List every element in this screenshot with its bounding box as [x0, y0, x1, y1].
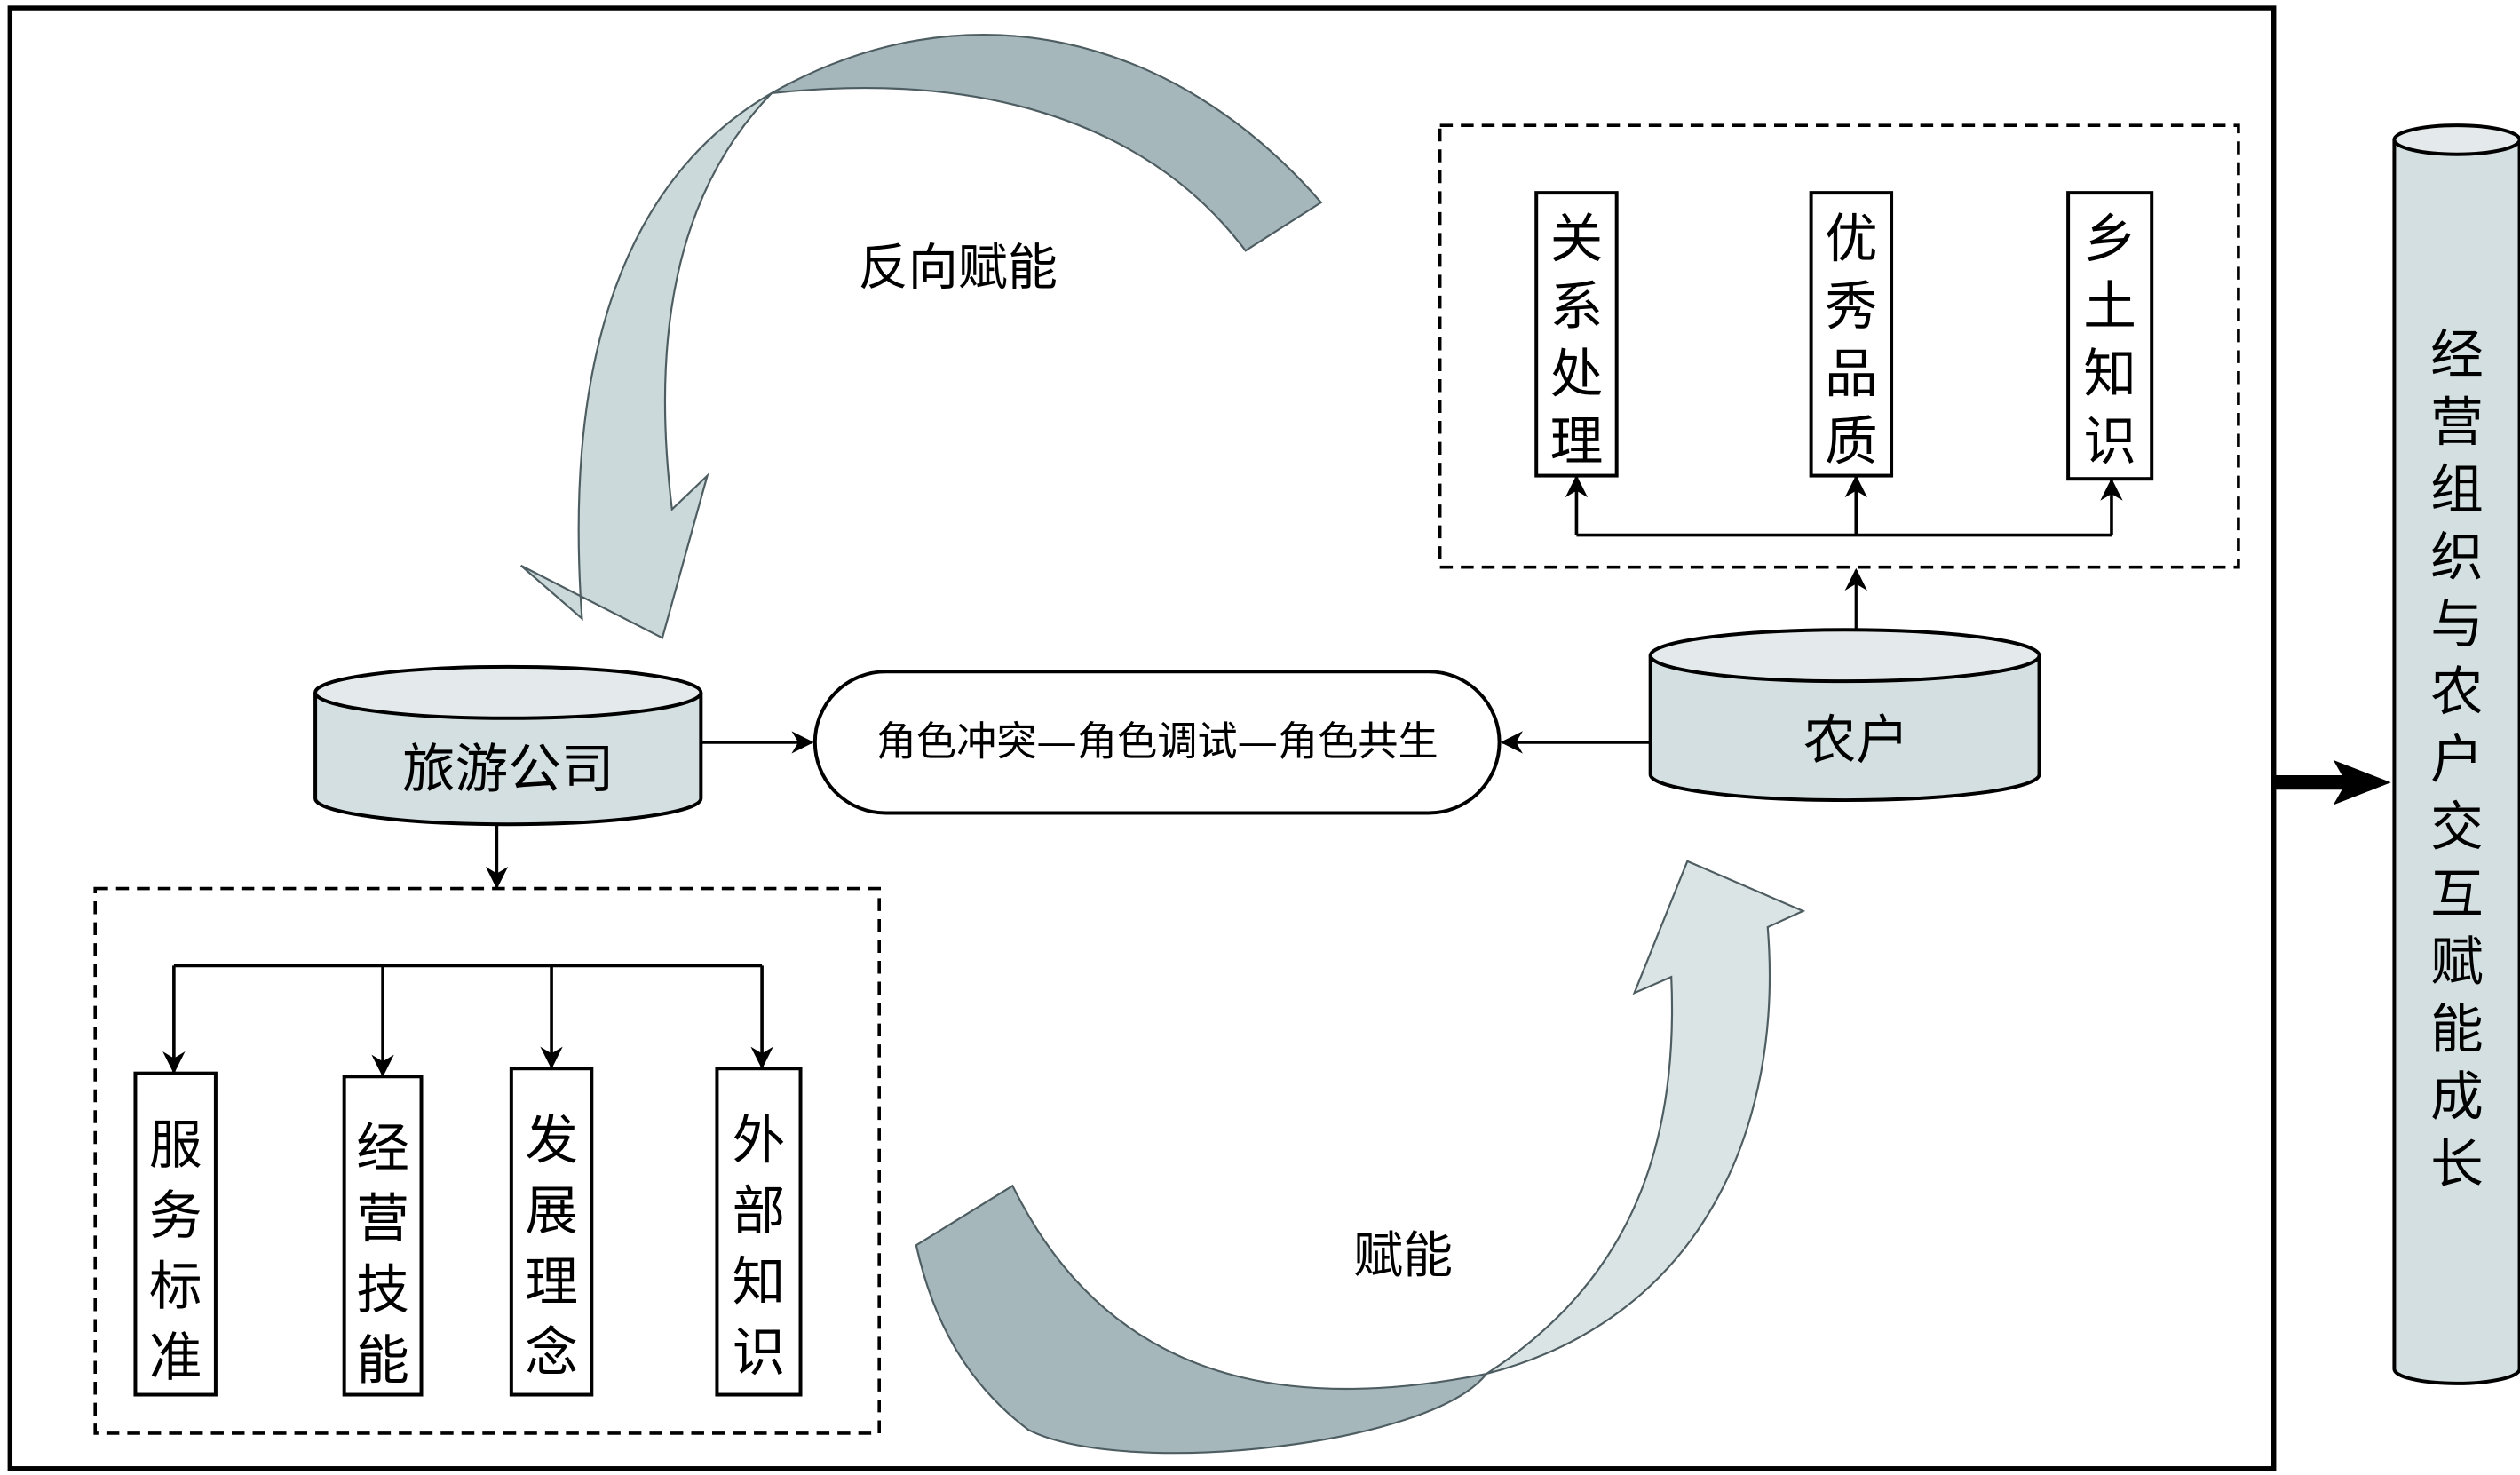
farmer-output-label-char: 土: [2083, 276, 2136, 337]
empowerment-arrow: [915, 860, 1806, 1455]
company-output-item: 经营技能: [342, 1075, 424, 1397]
outcome-label-text-char: 成: [2430, 1067, 2484, 1129]
farmer-output-label-char: 秀: [1825, 276, 1878, 337]
company-output-box: [133, 1071, 218, 1397]
farmer-label: 农户: [1803, 710, 1909, 772]
company-output-box: [342, 1075, 424, 1397]
farmer-output-box: [1534, 191, 1619, 478]
company-output-label-char: 营: [356, 1189, 409, 1250]
farmer-output-item: 关系处理: [1534, 191, 1619, 478]
outcome-label-text-char: 营: [2430, 393, 2484, 454]
outcome-node: 经营组织与农户交互赋能成长: [2392, 123, 2520, 1385]
outcome-label: 经营组织与农户交互赋能成长: [2430, 325, 2484, 1196]
company-output-label: 发展理念: [525, 1111, 578, 1384]
company-output-box: [715, 1067, 803, 1397]
company-output-label-char: 能: [356, 1330, 409, 1392]
company-outputs-box: [93, 886, 881, 1435]
company-output-label-char: 标: [149, 1257, 202, 1318]
outcome-label-text-char: 经: [2430, 325, 2484, 386]
reverse-empowerment-arrow: [519, 34, 1323, 639]
farmer-outputs-box: [1438, 123, 2240, 569]
tourism-company-body: [313, 692, 703, 827]
role-process-node: 角色冲突—角色调试—角色共生: [812, 670, 1502, 815]
farmer-node: 农户: [1648, 628, 2041, 803]
outcome-label-text-char: 能: [2430, 1000, 2484, 1061]
outcome-label-text-char: 织: [2430, 527, 2484, 589]
empowerment-arrow-head-band: [1486, 860, 1806, 1376]
company-output-label-char: 经: [356, 1119, 409, 1180]
farmer-output-box: [2066, 191, 2154, 481]
role-process-pill: [812, 670, 1502, 815]
outer-frame: [7, 5, 2277, 1471]
outcome-label-text-char: 户: [2430, 730, 2484, 791]
outcome-label-text-char: 赋: [2430, 932, 2484, 994]
farmer-output-label: 关系处理: [1550, 209, 1604, 472]
company-output-label-char: 发: [525, 1111, 578, 1172]
outcome-label-text-char: 互: [2430, 865, 2484, 926]
company-output-label: 经营技能: [356, 1119, 409, 1392]
farmer-output-label-char: 系: [1550, 276, 1604, 337]
role-process-label: 角色冲突—角色调试—角色共生: [876, 718, 1438, 765]
farmer-output-label-char: 关: [1550, 209, 1604, 270]
tourism-company-top: [313, 664, 703, 720]
outcome-label-text-char: 组: [2430, 460, 2484, 521]
farmer-output-label-char: 知: [2083, 344, 2136, 405]
company-output-label-char: 技: [356, 1260, 409, 1321]
company-output-item: 发展理念: [509, 1067, 594, 1397]
farmer-output-box: [1809, 191, 1894, 478]
company-output-label: 外部知识: [733, 1111, 786, 1384]
farmer-output-label-char: 处: [1550, 344, 1604, 405]
company-output-label-char: 部: [733, 1181, 786, 1242]
company-output-item: 服务标准: [133, 1071, 218, 1397]
company-output-label-char: 服: [149, 1115, 202, 1177]
company-output-label-char: 展: [525, 1181, 578, 1242]
outcome-label-text-char: 农: [2430, 662, 2484, 724]
outcome-label-text-char: 交: [2430, 797, 2484, 859]
farmer-top: [1648, 628, 2041, 684]
company-output-label-char: 务: [149, 1186, 202, 1248]
empowerment-label: 赋能: [1353, 1227, 1453, 1285]
farmer-output-label-char: 理: [1550, 411, 1604, 472]
outcome-arrow-head: [2333, 759, 2391, 805]
reverse-arrow-tail-band: [771, 34, 1323, 252]
company-output-label-char: 外: [733, 1111, 786, 1172]
outcome-cylinder-top: [2392, 123, 2520, 156]
company-output-box: [509, 1067, 594, 1397]
reverse-arrow-head-band: [519, 92, 773, 639]
reverse-empowerment-label: 反向赋能: [859, 239, 1058, 297]
company-output-label-char: 知: [733, 1252, 786, 1313]
outcome-label-text: 经营组织与农户交互赋能成长: [2430, 325, 2484, 1196]
tourism-company-label: 旅游公司: [402, 740, 614, 801]
outcome-label-text-char: 长: [2430, 1135, 2484, 1196]
company-output-label: 服务标准: [149, 1115, 202, 1389]
farmer-output-label: 乡土知识: [2083, 209, 2136, 472]
farmer-output-label: 优秀品质: [1825, 209, 1878, 472]
company-output-label-char: 念: [525, 1322, 578, 1384]
company-output-label-char: 准: [149, 1328, 202, 1389]
farmer-output-label-char: 品: [1825, 344, 1878, 405]
farmer-body: [1648, 655, 2041, 803]
company-output-label-char: 识: [733, 1322, 786, 1384]
outcome-label-text-char: 与: [2430, 595, 2484, 656]
farmer-output-label-char: 识: [2083, 411, 2136, 472]
farmer-output-label-char: 质: [1825, 411, 1878, 472]
empowerment-arrow-tail-band: [915, 1184, 1489, 1455]
farmer-output-item: 乡土知识: [2066, 191, 2154, 481]
farmer-output-label-char: 优: [1825, 209, 1878, 270]
company-output-item: 外部知识: [715, 1067, 803, 1397]
farmer-output-item: 优秀品质: [1809, 191, 1894, 478]
tourism-company-node: 旅游公司: [313, 664, 703, 827]
farmer-output-label-char: 乡: [2083, 209, 2136, 270]
outcome-cylinder-body: [2392, 139, 2520, 1385]
company-output-label-char: 理: [525, 1252, 578, 1313]
